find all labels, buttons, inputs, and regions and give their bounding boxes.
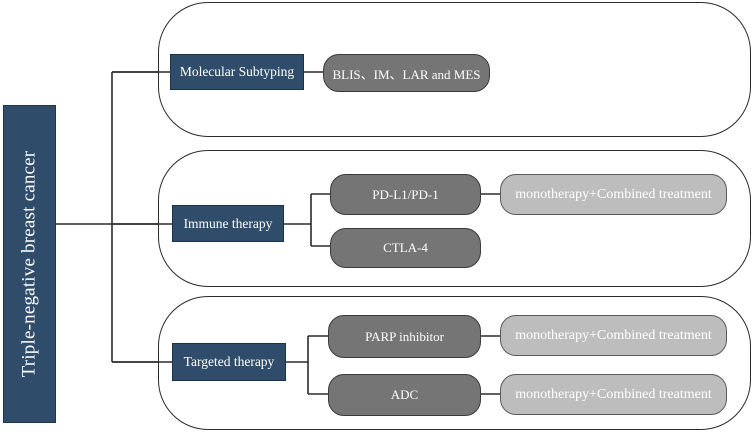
item-blis-im-lar-mes: BLIS、IM、LAR and MES (323, 54, 490, 92)
node-molecular-subtyping: Molecular Subtyping (170, 54, 304, 90)
connector-front-immune-items (284, 193, 330, 247)
detail-parp-inhibitor: monotherapy+Combined treatment (500, 315, 727, 356)
detail-adc: monotherapy+Combined treatment (500, 374, 727, 415)
connector-front-targeted-items (286, 335, 328, 395)
item-ctla-4: CTLA-4 (330, 228, 481, 268)
detail-pd-l1-pd-1: monotherapy+Combined treatment (500, 174, 727, 215)
item-parp-inhibitor: PARP inhibitor (328, 315, 481, 358)
root-node: Triple-negative breast cancer (3, 105, 56, 423)
node-immune-therapy: Immune therapy (172, 205, 284, 242)
node-targeted-therapy: Targeted therapy (172, 343, 286, 381)
root-label: Triple-negative breast cancer (18, 150, 40, 378)
item-adc: ADC (328, 374, 481, 416)
item-pd-l1-pd-1: PD-L1/PD-1 (330, 174, 481, 215)
